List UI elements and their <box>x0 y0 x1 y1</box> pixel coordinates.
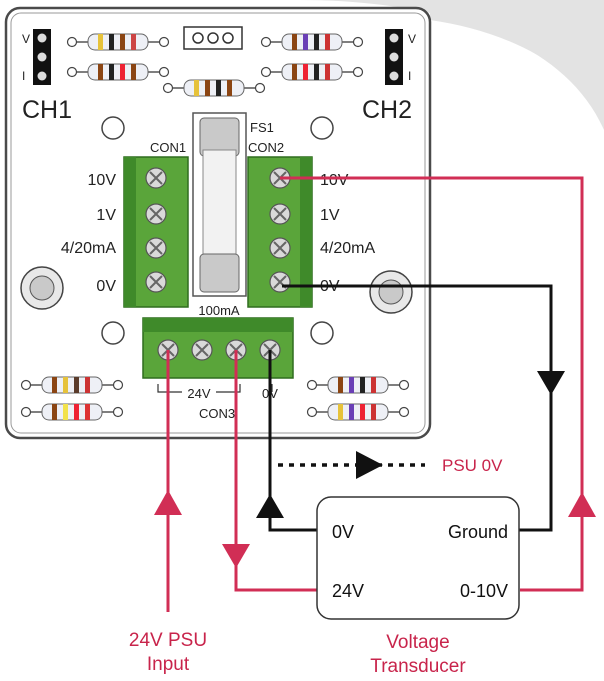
arrow-down-black <box>537 371 565 395</box>
screw-terminal <box>269 203 291 225</box>
transducer-pin-ground: Ground <box>448 522 508 542</box>
black-wire-ground <box>282 284 553 532</box>
resistor <box>66 33 170 51</box>
psu-0v-label: PSU 0V <box>442 456 503 475</box>
ch1-label: CH1 <box>22 96 72 124</box>
red-wire-24v-supply <box>166 350 318 612</box>
resistor <box>306 376 410 394</box>
con1-terminal-0v: 0V <box>96 278 116 295</box>
con2-screws <box>269 167 291 293</box>
psu-input-label-line1: 24V PSU <box>129 630 207 651</box>
fuse-rating: 100mA <box>198 303 240 318</box>
large-mounting-hole-left <box>20 266 64 310</box>
ch2-label: CH2 <box>362 96 412 124</box>
fuse-fs1 <box>192 112 247 297</box>
arrow-up-psu-input <box>154 490 182 515</box>
screw-terminal <box>145 167 167 189</box>
fuse-label: FS1 <box>250 120 274 135</box>
con1-terminal-4-20ma: 4/20mA <box>61 240 116 257</box>
psu-input-label-line2: Input <box>147 654 190 675</box>
black-wire-0v <box>268 350 318 532</box>
con2-label: CON2 <box>248 140 284 155</box>
screw-terminal <box>145 237 167 259</box>
ch2-header-v-label: V <box>408 32 416 46</box>
screw-terminal <box>191 339 213 361</box>
con1-label: CON1 <box>150 140 186 155</box>
con2-terminal-10v: 10V <box>320 172 349 189</box>
screw-terminal <box>269 237 291 259</box>
con1-terminal-10v: 10V <box>88 172 117 189</box>
transducer-name-line2: Transducer <box>370 656 466 677</box>
con2-terminal-1v: 1V <box>320 207 340 224</box>
transducer-pin-24v: 24V <box>332 581 364 601</box>
resistor <box>260 63 364 81</box>
resistor <box>66 63 170 81</box>
voltage-transducer-box <box>316 496 520 620</box>
con2-terminal-4-20ma: 4/20mA <box>320 240 375 257</box>
arrow-up-right-red <box>568 492 596 517</box>
con3-24v-label: 24V <box>187 386 210 401</box>
con1-screws <box>145 167 167 293</box>
mounting-holes <box>101 116 334 345</box>
ch1-header <box>33 29 51 85</box>
screw-terminal <box>269 271 291 293</box>
background-shape-right <box>430 0 604 120</box>
ch1-header-i-label: I <box>22 69 25 83</box>
large-mounting-hole-right <box>369 270 413 314</box>
resistor <box>260 33 364 51</box>
con3-bracket <box>157 384 273 393</box>
arrow-right-psu-0v <box>356 451 383 479</box>
arrow-up-black <box>256 494 284 518</box>
con1-terminal-1v: 1V <box>96 207 116 224</box>
con3-label: CON3 <box>199 406 235 421</box>
arrow-down-red <box>222 544 250 568</box>
transducer-pin-0v: 0V <box>332 522 354 542</box>
ch2-header-i-label: I <box>408 69 411 83</box>
screw-terminal <box>145 203 167 225</box>
transducer-name-line1: Voltage <box>386 632 449 653</box>
screw-terminal <box>145 271 167 293</box>
resistor <box>162 79 266 97</box>
resistor <box>20 376 124 394</box>
resistor <box>306 403 410 421</box>
ch1-header-v-label: V <box>22 32 30 46</box>
resistors <box>20 33 410 421</box>
resistor <box>20 403 124 421</box>
top-connector <box>183 26 243 50</box>
transducer-pin-0-10v: 0-10V <box>460 581 508 601</box>
ch2-header <box>385 29 403 85</box>
red-wire-10v-signal <box>280 176 584 592</box>
